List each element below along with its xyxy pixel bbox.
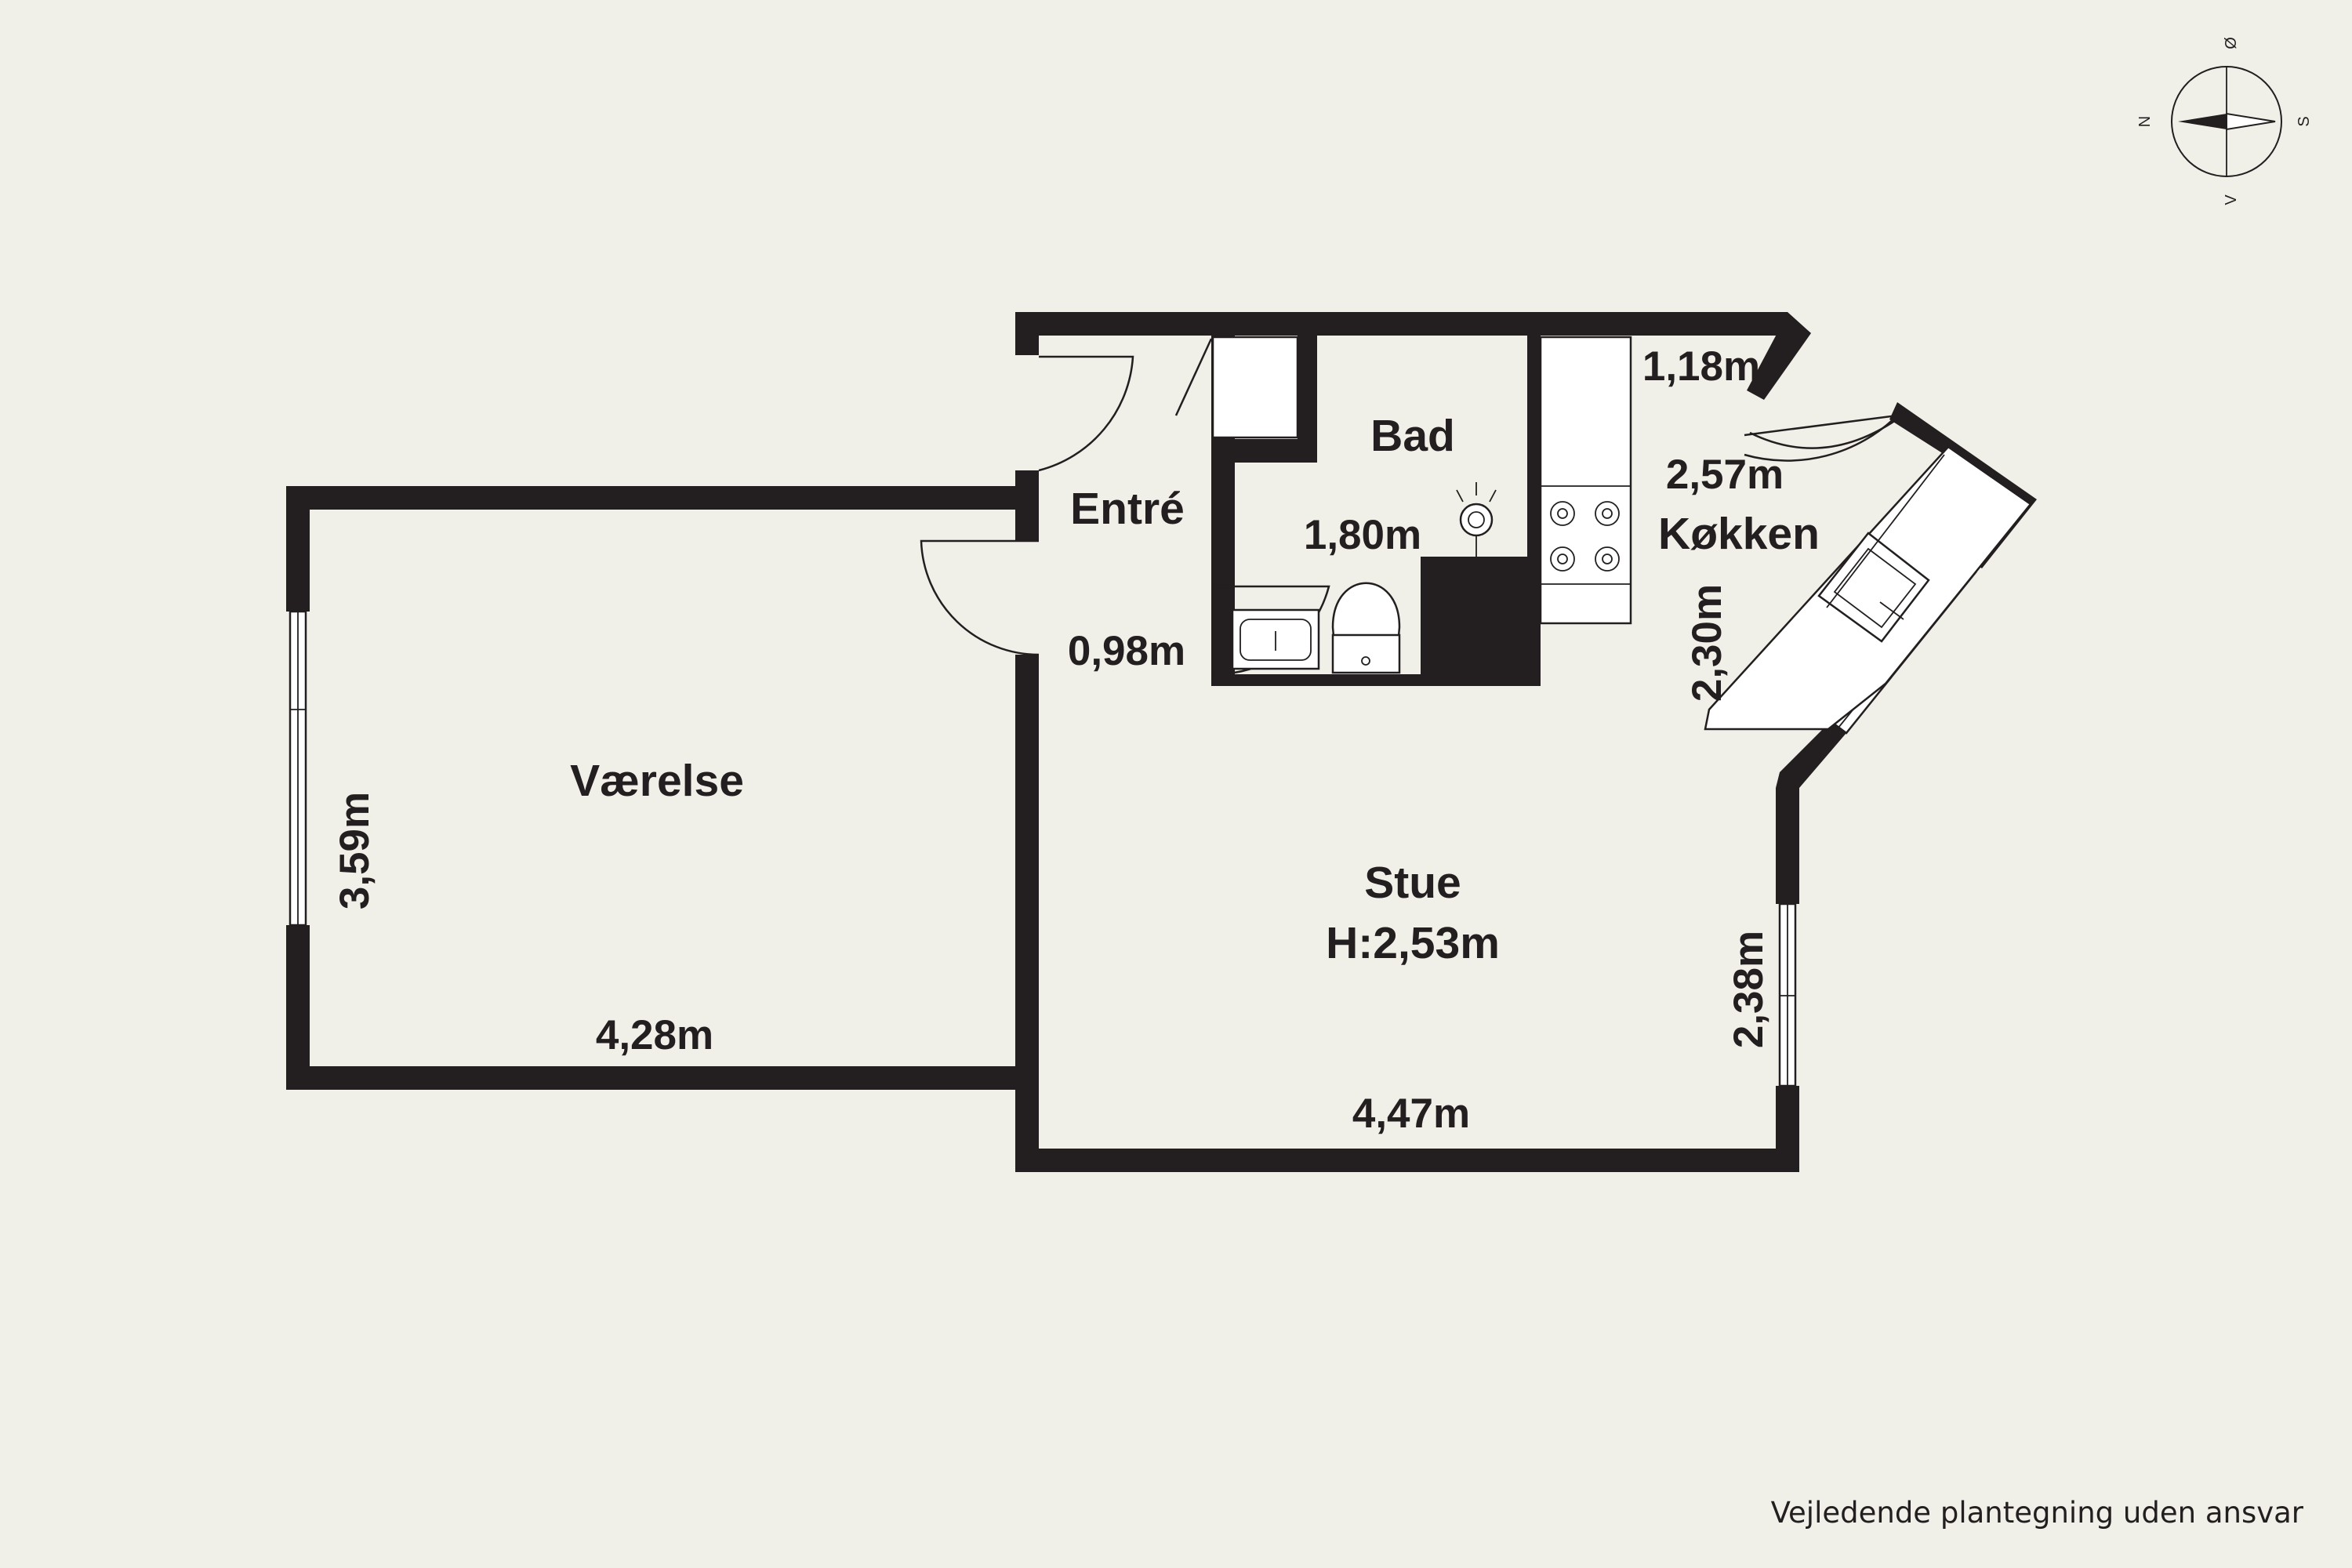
room-label-stue: Stue [1364,858,1461,908]
compass-w: V [2223,194,2240,205]
fixtures [1211,336,2032,731]
doors [920,338,1900,676]
room-label-entre: Entré [1070,484,1185,534]
compass-s: S [2296,116,2313,126]
room-label-kokken: Køkken [1658,509,1820,559]
toilet-icon [1331,582,1401,674]
dimension-kokken-top: 1,18m [1642,343,1760,390]
kitchen-counter [1539,336,1632,625]
compass-icon: N Ø S V [2136,37,2313,205]
room-label-vaerelse: Værelse [570,756,744,806]
bath-sink-icon [1231,608,1320,670]
dimension-bad-width: 1,80m [1304,512,1421,558]
compass-e: Ø [2223,37,2240,49]
dimension-stue-width: 4,47m [1352,1091,1470,1137]
dimension-kokken-side: 2,30m [1684,584,1730,702]
compass-n: N [2136,116,2154,127]
dimension-stue-side: 2,38m [1726,931,1772,1048]
room-label-bad: Bad [1370,411,1455,461]
dimension-kokken-door: 2,57m [1666,452,1784,498]
stove-icon [1550,501,1620,572]
dimension-labels: 4,28m 3,59m 0,98m 1,80m 1,18m 2,57m 2,30… [332,343,1784,1137]
disclaimer-text: Vejledende plantegning uden ansvar [1770,1496,2303,1530]
dimension-vaerelse-width: 4,28m [596,1012,713,1058]
room-height-stue: H:2,53m [1326,918,1500,968]
room-labels: Værelse Entré Bad Køkken Stue H:2,53m [570,411,1820,968]
dimension-vaerelse-depth: 3,59m [332,792,378,909]
shower-icon [1456,482,1497,557]
dimension-entre-width: 0,98m [1068,628,1185,674]
bath-cabinet [1211,336,1299,439]
walls [286,312,2037,1172]
